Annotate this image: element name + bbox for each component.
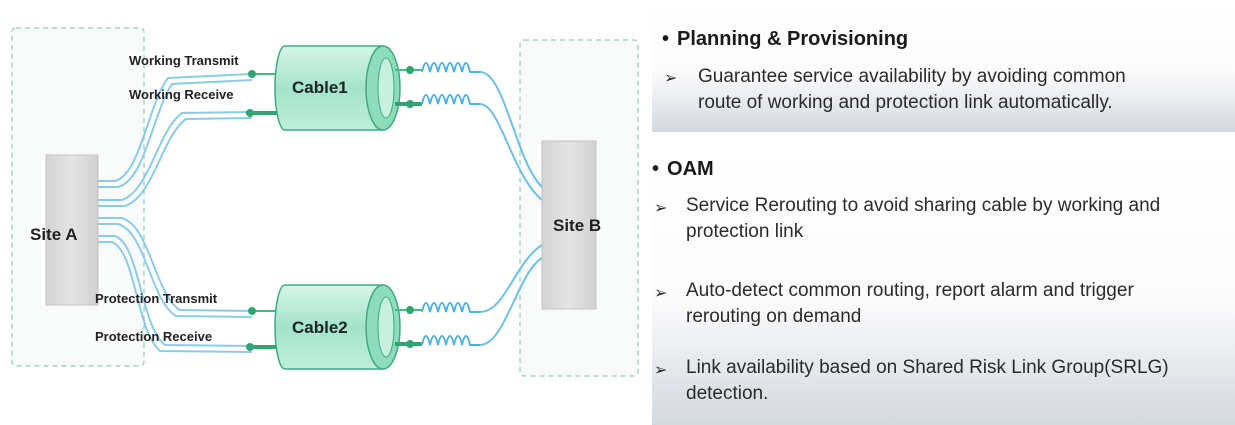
fiber-path (97, 73, 253, 182)
fiber-path (479, 71, 543, 188)
planning-panel: • Planning & Provisioning ➢ Guarantee ser… (652, 0, 1235, 132)
oam-item: Link availability based on Shared Risk L… (686, 355, 1169, 407)
fiber-path (479, 103, 543, 201)
arrow-bullet-icon: ➢ (654, 360, 668, 379)
bullet-icon: • (652, 158, 660, 180)
oam-title: • OAM (652, 158, 714, 181)
protection-receive-label: Protection Receive (95, 329, 212, 344)
cable1-body (274, 45, 384, 131)
connector-dot (248, 307, 256, 315)
working-transmit-label: Working Transmit (129, 53, 239, 68)
planning-item-line: Guarantee service availability by avoidi… (698, 66, 1126, 87)
oam-item-line: protection link (686, 221, 804, 242)
fiber-coil (421, 302, 480, 313)
cable1-label: Cable1 (292, 78, 348, 97)
oam-title-text: OAM (667, 158, 714, 180)
connector-dot (406, 306, 414, 314)
fiber-path (479, 257, 543, 346)
planning-title: • Planning & Provisioning (662, 28, 908, 51)
fiber-path (97, 79, 253, 188)
oam-panel: • OAM ➢ Service Rerouting to avoid sharin… (652, 146, 1235, 425)
working-receive-label: Working Receive (129, 87, 234, 102)
bullet-icon: • (662, 28, 670, 50)
fiber-coil (421, 94, 480, 105)
fiber-path (97, 117, 253, 207)
fiber-coil (421, 62, 480, 73)
planning-title-text: Planning & Provisioning (677, 28, 909, 50)
cable2-body (274, 284, 384, 370)
planning-item-line: route of working and protection link aut… (698, 92, 1113, 113)
site-b-box (541, 140, 597, 310)
site-a-label: Site A (30, 225, 78, 244)
site-a-box (45, 154, 99, 306)
protection-transmit-label: Protection Transmit (95, 291, 218, 306)
planning-item: Guarantee service availability by avoidi… (698, 64, 1126, 116)
fiber-path (97, 111, 253, 201)
cable2-label: Cable2 (292, 318, 348, 337)
connector-dot (248, 70, 256, 78)
connector-dot (406, 340, 414, 348)
connector-dot (406, 66, 414, 74)
connector-dot (406, 100, 414, 108)
cable2-core (377, 296, 395, 358)
fiber-path (479, 244, 543, 313)
oam-item-line: Link availability based on Shared Risk L… (686, 357, 1169, 378)
oam-item-line: Auto-detect common routing, report alarm… (686, 280, 1134, 301)
oam-item-line: rerouting on demand (686, 306, 862, 327)
arrow-bullet-icon: ➢ (664, 68, 678, 87)
site-b-label: Site B (553, 216, 601, 235)
fiber-path (97, 241, 253, 353)
oam-item: Service Rerouting to avoid sharing cable… (686, 193, 1160, 245)
cable1-core (377, 57, 395, 119)
oam-item-line: detection. (686, 383, 769, 404)
fiber-path (97, 223, 253, 318)
arrow-bullet-icon: ➢ (654, 198, 668, 217)
oam-item-line: Service Rerouting to avoid sharing cable… (686, 195, 1161, 216)
fiber-path (97, 235, 253, 347)
fiber-path (97, 217, 253, 312)
connector-dot (246, 343, 254, 351)
connector-dot (246, 109, 254, 117)
arrow-bullet-icon: ➢ (654, 283, 668, 302)
fiber-coil (421, 335, 480, 346)
oam-item: Auto-detect common routing, report alarm… (686, 278, 1134, 330)
network-diagram: Site A Working Transmit Working Receive … (11, 27, 639, 377)
